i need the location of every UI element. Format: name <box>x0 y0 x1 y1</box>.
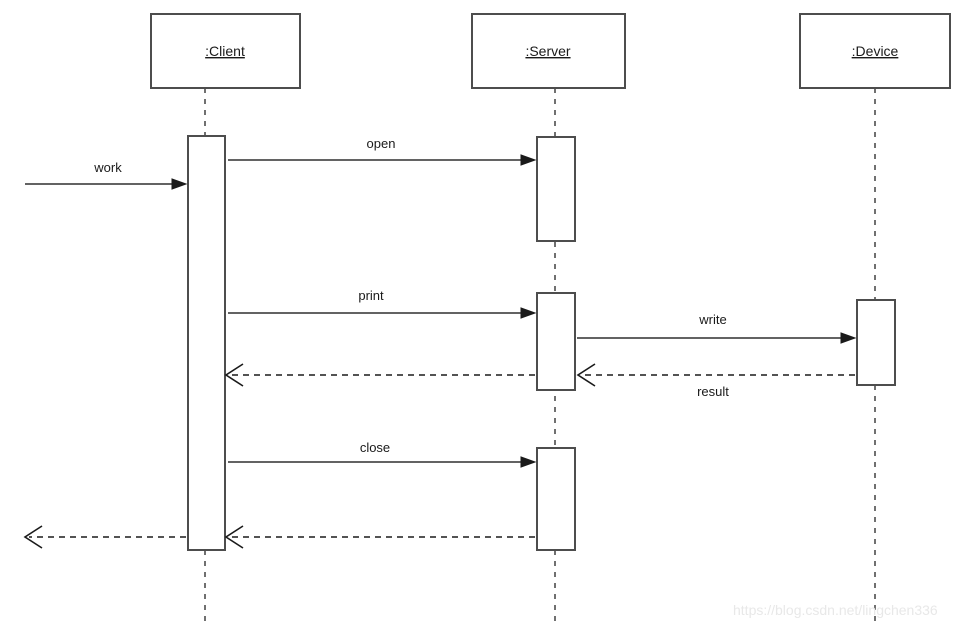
message-label-write: write <box>698 312 726 327</box>
message-label-work: work <box>93 160 122 175</box>
activation-bar-device-write[interactable] <box>856 299 896 386</box>
activation-bar-server-print[interactable] <box>536 292 576 391</box>
message-close[interactable]: close <box>228 440 537 468</box>
arrowhead-filled-work <box>171 178 188 190</box>
lifeline-label-device: :Device <box>852 43 899 59</box>
arrowhead-open-work-return <box>23 525 43 549</box>
lifeline-label-server: :Server <box>525 43 570 59</box>
message-label-print: print <box>358 288 384 303</box>
arrowhead-filled-write <box>840 332 857 344</box>
message-open[interactable]: open <box>228 136 537 166</box>
arrowhead-open-result <box>576 363 596 387</box>
arrowhead-open-print-return <box>224 363 244 387</box>
activation-bar-client[interactable] <box>187 135 226 551</box>
lifeline-box-device[interactable] <box>799 13 951 89</box>
arrowhead-filled-close <box>520 456 537 468</box>
message-close-return[interactable] <box>224 525 535 549</box>
activation-bars <box>187 135 896 551</box>
arrowhead-open-close-return <box>224 525 244 549</box>
lifeline-box-client[interactable] <box>150 13 301 89</box>
message-work-return[interactable] <box>23 525 186 549</box>
activation-bar-server-open[interactable] <box>536 136 576 242</box>
message-result[interactable]: result <box>576 363 855 399</box>
message-label-result: result <box>697 384 729 399</box>
message-print-return[interactable] <box>224 363 535 387</box>
lifeline-label-client: :Client <box>205 43 245 59</box>
arrowhead-filled-print <box>520 307 537 319</box>
lifeline-box-server[interactable] <box>471 13 626 89</box>
message-work[interactable]: work <box>25 160 188 190</box>
arrowhead-filled-open <box>520 154 537 166</box>
activation-bar-server-close[interactable] <box>536 447 576 551</box>
watermark: https://blog.csdn.net/lingchen336 <box>733 602 938 618</box>
message-write[interactable]: write <box>577 312 857 344</box>
message-print[interactable]: print <box>228 288 537 319</box>
message-label-close: close <box>360 440 390 455</box>
lifeline-headers: :Client :Server :Device <box>150 13 951 89</box>
message-label-open: open <box>367 136 396 151</box>
